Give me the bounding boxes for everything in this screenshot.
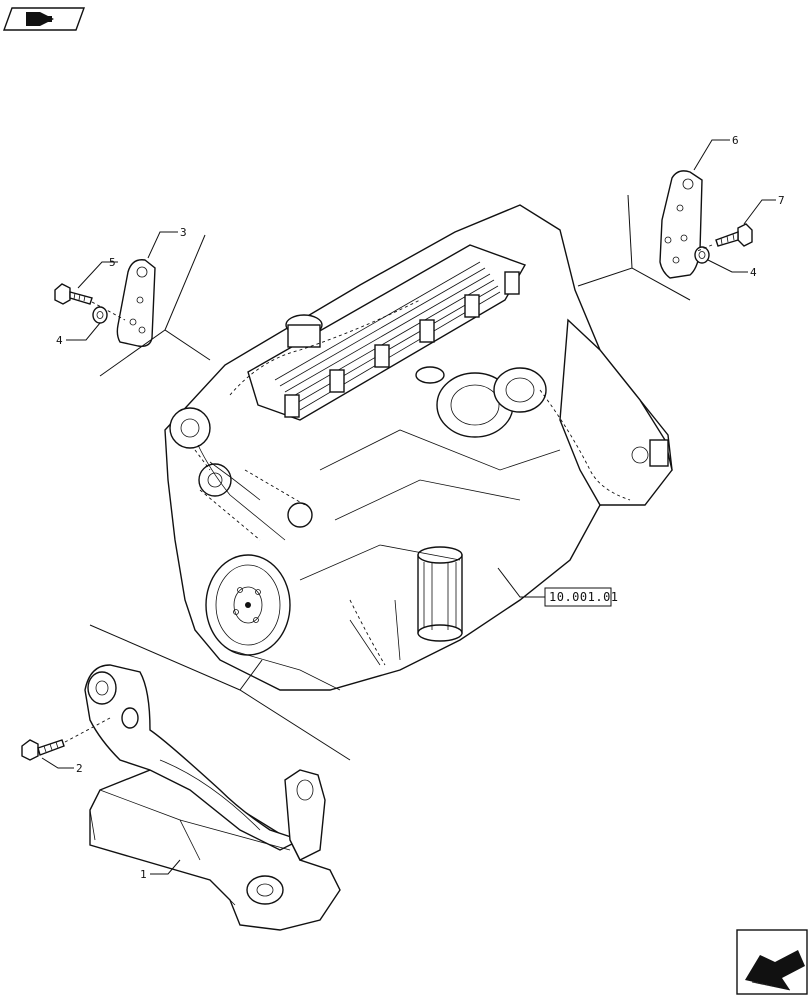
callout-number-6: 6: [732, 134, 739, 147]
callout-number-7: 7: [778, 194, 785, 207]
washer-part-4-right: [694, 246, 710, 264]
callout-number-4-left: 4: [56, 334, 63, 347]
belt-drive: [169, 407, 313, 541]
turbocharger: [436, 367, 547, 438]
bolt-part-5: [54, 283, 93, 305]
bracket-part-6: [659, 170, 703, 279]
oil-filter: [417, 546, 463, 642]
bolt-part-7: [715, 223, 753, 247]
callout-number-4-right: 4: [750, 266, 757, 279]
callout-number-5: 5: [109, 256, 116, 269]
callout-number-1: 1: [140, 868, 147, 881]
callout-number-3: 3: [180, 226, 187, 239]
leader-lines: [41, 139, 776, 875]
bolt-part-2: [21, 739, 65, 761]
crank-pulley: [205, 554, 291, 656]
callouts: 1 2 3 4 4 5 6 7: [56, 134, 785, 881]
navigation-arrow-icon[interactable]: [736, 929, 808, 995]
engine-assembly: [164, 204, 673, 691]
engine-mount-part-1: [84, 664, 341, 931]
book-arrow-icon[interactable]: [3, 7, 85, 31]
callout-number-2: 2: [76, 762, 83, 775]
reference-label[interactable]: 10.001.01: [549, 590, 619, 604]
bracket-part-3: [116, 259, 156, 348]
reference-link[interactable]: 10.001.01: [544, 587, 619, 607]
